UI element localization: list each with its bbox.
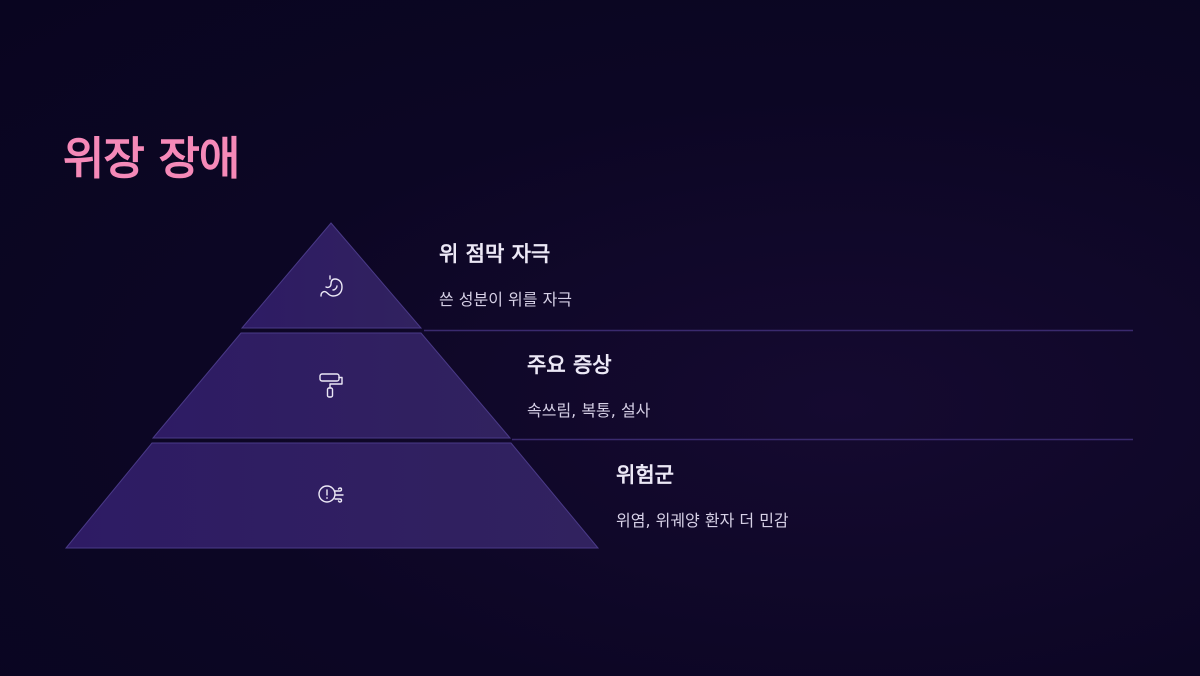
pyramid-tier-middle <box>151 332 512 439</box>
tier-3-text: 위험군 위염, 위궤양 환자 더 민감 <box>616 459 789 531</box>
tier-1-heading: 위 점막 자극 <box>439 242 551 266</box>
tier-2-description: 속쓰림, 복통, 설사 <box>527 401 651 420</box>
page-title: 위장 장애 <box>63 132 240 185</box>
pyramid-tier-top <box>240 222 423 329</box>
tier-1-description: 쓴 성분이 위를 자극 <box>439 290 573 309</box>
stomach-icon <box>320 275 343 297</box>
pyramid-tier-bottom <box>64 442 600 549</box>
tier-3-description: 위염, 위궤양 환자 더 민감 <box>616 511 789 530</box>
tier-2-text: 주요 증상 속쓰림, 복통, 설사 <box>527 349 650 421</box>
tier-1-text: 위 점막 자극 쓴 성분이 위를 자극 <box>439 238 572 310</box>
tier-2-heading: 주요 증상 <box>527 353 612 377</box>
tier-3-heading: 위험군 <box>616 463 674 487</box>
paint-roller-icon <box>319 373 343 398</box>
alert-wind-icon <box>318 485 344 503</box>
